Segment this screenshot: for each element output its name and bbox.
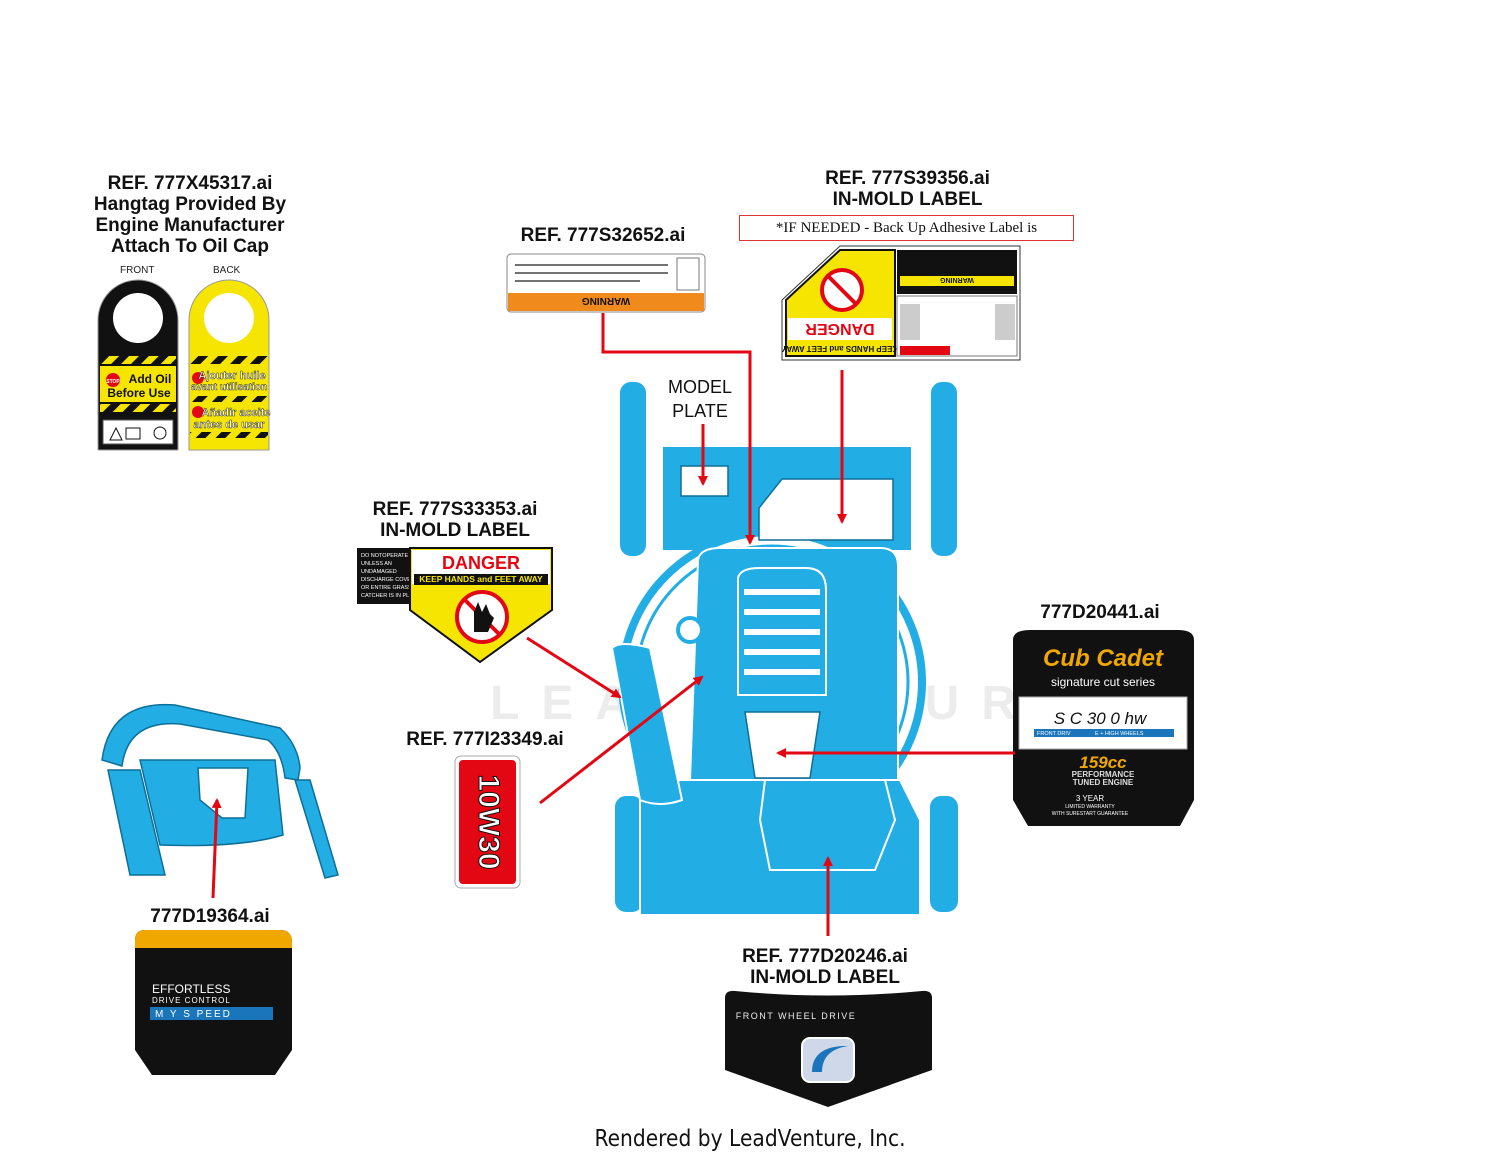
feature-right-text: E + HIGH WHEELS [1095, 731, 1144, 737]
side-text-line6: CATCHER IS IN PLACE. [361, 593, 422, 599]
hangtag-ref-line4: Attach To Oil Cap [111, 236, 269, 257]
hangtag-ref-line3: Engine Manufacturer [95, 215, 285, 236]
hangtag-front-label: FRONT [120, 265, 155, 276]
perf-line1-text: PERFORMANCE [1072, 770, 1135, 779]
arrow-warning-label [601, 313, 755, 545]
oil-cap [676, 616, 704, 644]
side-text-line2: UNLESS AN [361, 561, 392, 567]
warning-banner-text: WARNING [582, 295, 631, 306]
hangtag-front: STOP Add Oil Before Use [97, 279, 179, 451]
perf-line2-text: TUNED ENGINE [1073, 778, 1134, 787]
handle-label-777D19364: EFFORTLESS DRIVE CONTROL M Y S PEED [135, 930, 292, 1075]
stop-text: STOP [106, 379, 120, 385]
handle-label-ref: 777D19364.ai [150, 906, 270, 927]
mold-top-danger-text: DANGER [805, 320, 875, 337]
mold-top-ref: REF. 777S39356.ai IN-MOLD LABEL [800, 168, 1015, 210]
model-plate-line2: PLATE [672, 401, 728, 421]
fwd-label-ref: REF. 777D20246.ai IN-MOLD LABEL [720, 946, 930, 988]
fwd-label-777D20246: FRONT WHEEL DRIVE [725, 990, 932, 1107]
warning-label-ref: REF. 777S32652.ai [520, 225, 686, 246]
engine-grille [737, 567, 827, 696]
mold-label-777S39356: DANGER KEEP HANDS and FEET AWAY WARNING [781, 245, 1021, 361]
side-text-line3: UNDAMAGED [361, 569, 397, 575]
effortless-text: EFFORTLESS [152, 982, 230, 996]
mold-top-warning-text: WARNING [940, 276, 974, 283]
footer-credit: Rendered by LeadVenture, Inc. [594, 1126, 906, 1152]
fwd-label-text: FRONT WHEEL DRIVE [736, 1011, 857, 1021]
front-hood [758, 779, 897, 871]
brand-label-area [744, 711, 821, 779]
cub-cadet-logo-text: Cub Cadet [1043, 645, 1164, 672]
avant-utilisation-text: avant utilisation [191, 382, 267, 393]
pointer-arrows [211, 313, 1015, 936]
oil-icon [153, 426, 167, 440]
oil-label-text: 10W30 [472, 774, 505, 869]
antes-de-usar-text: antes de usar [194, 419, 266, 431]
mold-left-ref-line1: REF. 777S33353.ai [372, 499, 538, 520]
brand-label-777D20441: Cub Cadet signature cut series S C 30 0 … [1013, 630, 1194, 826]
hangtag-back: Ajouter huile avant utilisation Añadir a… [188, 279, 271, 451]
add-oil-text: Add Oil [129, 372, 172, 386]
mold-top-ref-line1: REF. 777S39356.ai [825, 168, 990, 189]
mold-left-ref-line2: IN-MOLD LABEL [380, 520, 530, 541]
stop-icon [106, 373, 120, 387]
side-text-line5: OR ENTIRE GRASS [361, 585, 412, 591]
mold-top-ref-line2: IN-MOLD LABEL [832, 189, 983, 210]
arrow-oil-label [539, 675, 704, 805]
hangtag-ref: REF. 777X45317.ai Hangtag Provided By En… [80, 173, 300, 257]
warning-triangle-icon [109, 426, 123, 441]
ajouter-huile-text: Ajouter huile [198, 370, 265, 382]
manual-icon [125, 427, 141, 440]
drive-control-text: DRIVE CONTROL [152, 996, 231, 1005]
hangtag-ref-line2: Hangtag Provided By [93, 194, 287, 215]
brand-label-ref: 777D20441.ai [1040, 602, 1160, 623]
myspeed-text: M Y S PEED [155, 1009, 232, 1020]
model-plate-line1: MODEL [667, 377, 732, 397]
gear-icon [113, 293, 163, 343]
anadir-aceite-text: Añadir aceite [201, 407, 270, 419]
warning-label-777S32652: WARNING [506, 253, 706, 313]
fwd-ref-line1: REF. 777D20246.ai [742, 946, 908, 967]
model-plate-label: MODEL PLATE [660, 375, 740, 423]
mold-left-keep-text: KEEP HANDS and FEET AWAY [419, 574, 543, 584]
arrow-mold-left [526, 636, 622, 699]
discharge-chute [610, 643, 684, 805]
oil-label-ref: REF. 777I23349.ai [406, 729, 564, 750]
oil-label-777I23349: 10W30 [454, 755, 521, 889]
model-name-text: S C 30 0 hw [1054, 709, 1148, 728]
hangtag-ref-line1: REF. 777X45317.ai [107, 173, 273, 194]
arrow-handle-label [211, 798, 222, 899]
hangtag-back-label: BACK [213, 265, 241, 276]
side-text-line4: DISCHARGE COVER [361, 577, 415, 583]
feature-left-text: FRONT DRIV [1037, 731, 1071, 737]
warranty-line2-text: WITH SURESTART GUARANTEE [1052, 811, 1129, 817]
mold-top-area [758, 478, 894, 541]
handle-view [101, 703, 339, 879]
cub-cadet-badge-icon [801, 1037, 855, 1083]
wheel-front-right [928, 794, 960, 914]
mold-left-ref: REF. 777S33353.ai IN-MOLD LABEL [350, 499, 560, 541]
engine-cc-text: 159cc [1079, 753, 1127, 772]
series-text: signature cut series [1051, 675, 1155, 689]
fwd-ref-line2: IN-MOLD LABEL [750, 967, 900, 988]
warranty-line1-text: LIMITED WARRANTY [1065, 804, 1115, 810]
mold-label-777S33353: DO NOTOPERATE UNLESS AN UNDAMAGED DISCHA… [357, 547, 553, 664]
year-text: 3 YEAR [1076, 794, 1105, 803]
mold-top-keep-text: KEEP HANDS and FEET AWAY [781, 344, 898, 353]
before-use-text: Before Use [107, 386, 171, 400]
handle-right [929, 380, 959, 558]
handle-left [618, 380, 648, 558]
side-text-line1: DO NOTOPERATE [361, 553, 408, 559]
mold-left-danger-text: DANGER [442, 553, 520, 573]
